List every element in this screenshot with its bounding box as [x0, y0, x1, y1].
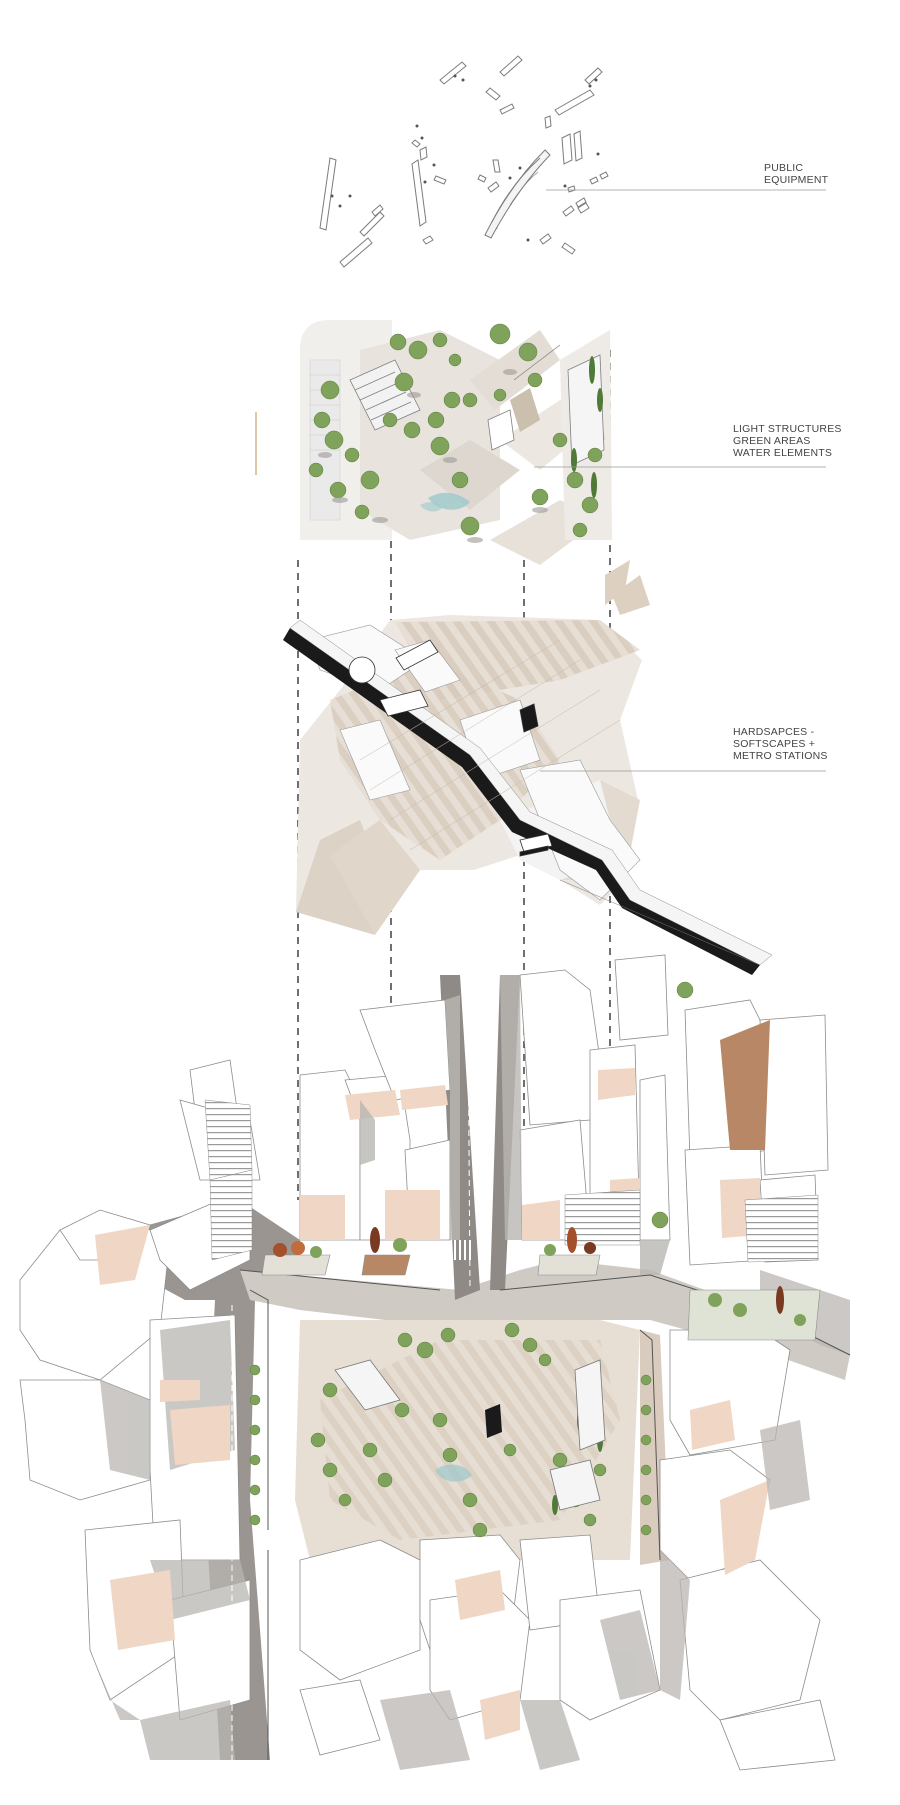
label-line: EQUIPMENT [764, 174, 829, 186]
brown-building [720, 1020, 770, 1150]
bollard-dots [330, 74, 600, 242]
label-line: HARDSAPCES - [733, 726, 815, 738]
curved-bench-icon [484, 149, 551, 239]
tree-icon [308, 323, 603, 538]
label-line: SOFTSCAPES + [733, 738, 816, 750]
metro-entrance-icon [348, 639, 553, 857]
kiosk-icon [485, 1404, 502, 1438]
tree-shadows [318, 369, 548, 543]
metro-line [283, 628, 760, 975]
label-line: LIGHT STRUCTURES [733, 423, 842, 435]
pergola-icon [334, 1359, 606, 1511]
label-line: PUBLIC [764, 162, 804, 174]
label-public-equipment: PUBLIC EQUIPMENT [764, 162, 828, 186]
public-equipment-layer [319, 55, 609, 268]
green-areas-layer [255, 320, 630, 605]
kiosk-icon [419, 115, 583, 165]
label-hardscapes: HARDSAPCES - SOFTSCAPES + METRO STATIONS [733, 726, 828, 762]
label-line: METRO STATIONS [733, 750, 828, 762]
cypress-tree-icon [571, 356, 603, 498]
hardscape-layer [283, 575, 773, 975]
urban-context-layer [19, 954, 851, 1771]
label-line: WATER ELEMENTS [733, 447, 833, 459]
label-line: GREEN AREAS [733, 435, 811, 447]
bench-icon [319, 55, 609, 268]
planter-icon [261, 1227, 821, 1341]
label-light-structures: LIGHT STRUCTURES GREEN AREAS WATER ELEME… [733, 423, 842, 459]
tree-icon [249, 981, 694, 1536]
